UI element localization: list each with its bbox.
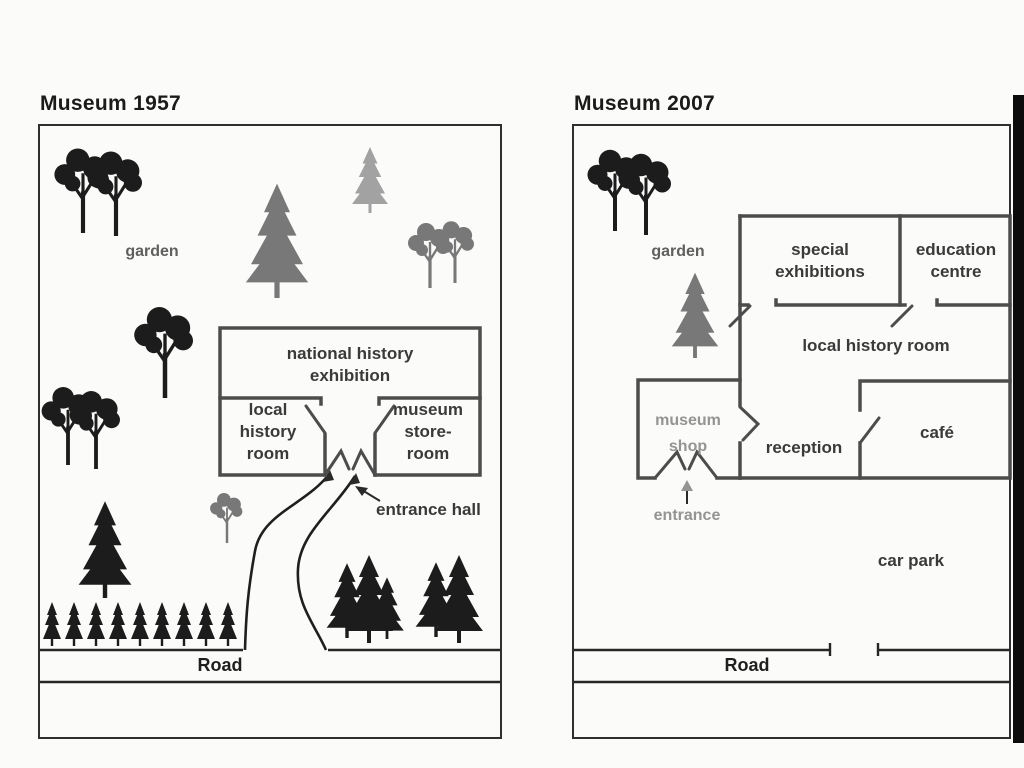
conifer-tree-icon — [352, 147, 388, 213]
local-history-label-line3: room — [247, 444, 290, 463]
door-swing-icon — [858, 416, 881, 445]
special-exhibitions-label-line2: exhibitions — [775, 262, 865, 281]
museum-building-2007 — [636, 214, 1012, 480]
small-conifer-icon — [65, 602, 83, 646]
path-arrow-icon — [323, 470, 334, 482]
garden-label-1957: garden — [125, 243, 178, 260]
education-centre-label-line2: centre — [930, 262, 981, 281]
garden-trees-1957 — [40, 146, 476, 598]
entrance-callout: entrance — [654, 480, 721, 524]
entrance-hall-label: entrance hall — [376, 500, 481, 519]
entrance-doors-icon — [653, 449, 719, 480]
scan-artifact-bar — [1013, 95, 1024, 743]
exhibition-label-line2: exhibition — [310, 366, 390, 385]
small-conifer-icon — [197, 602, 215, 646]
road-label-2007: Road — [725, 655, 770, 675]
store-room-label-line2: store- — [404, 422, 451, 441]
conifer-tree-icon — [78, 501, 132, 598]
special-exhibitions-label-line1: special — [791, 240, 849, 259]
museum-2007-map: garden special exhibitions education cen… — [572, 124, 1012, 739]
entrance-doors-icon — [323, 447, 377, 477]
museum-building-1957 — [218, 326, 482, 477]
museum-shop-label-line1: museum — [655, 412, 721, 429]
door-swing-icon — [738, 405, 761, 442]
road-label-1957: Road — [198, 655, 243, 675]
conifer-tree-icon — [245, 183, 309, 298]
small-conifer-icon — [175, 602, 193, 646]
road-1957: Road — [40, 648, 500, 684]
small-conifer-icon — [131, 602, 149, 646]
deciduous-tree-icon — [209, 492, 244, 544]
museum-shop-label-line2: shop — [669, 438, 707, 455]
museum-1957-panel: garden national history exhibition local… — [38, 123, 502, 745]
cafe-label: café — [920, 423, 954, 442]
education-centre-label-line1: education — [916, 240, 996, 259]
conifer-tree-icon — [671, 272, 719, 358]
museum-1957-map: garden national history exhibition local… — [38, 124, 502, 739]
small-conifer-icon — [153, 602, 171, 646]
local-history-label-line1: local — [249, 400, 288, 419]
small-conifer-icon — [219, 602, 237, 646]
entrance-label: entrance — [654, 507, 721, 524]
local-history-label-line2: history — [240, 422, 297, 441]
small-conifer-icon — [43, 602, 61, 646]
callout-arrow-icon — [355, 486, 368, 496]
road-2007: Road — [574, 643, 1010, 684]
exhibition-label-line1: national history — [287, 344, 414, 363]
store-room-label-line3: room — [407, 444, 450, 463]
deciduous-tree-icon — [132, 305, 195, 400]
callout-arrow-icon — [681, 480, 693, 491]
car-park-label: car park — [878, 551, 945, 570]
reception-label: reception — [766, 438, 843, 457]
store-room-label-line1: museum — [393, 400, 463, 419]
map-title-1957: Museum 1957 — [40, 92, 182, 115]
map-title-2007: Museum 2007 — [574, 92, 716, 115]
conifer-clusters — [326, 555, 483, 643]
garden-label-2007: garden — [651, 243, 704, 260]
roadside-tree-row — [43, 602, 237, 646]
entrance-hall-callout: entrance hall — [355, 486, 481, 519]
map-border-1957 — [38, 124, 502, 739]
local-history-room-label: local history room — [802, 336, 949, 355]
door-swing-icon — [304, 404, 396, 435]
small-conifer-icon — [87, 602, 105, 646]
path-arrow-icon — [349, 473, 360, 485]
small-conifer-icon — [109, 602, 127, 646]
museum-2007-panel: garden special exhibitions education cen… — [572, 123, 1024, 745]
driveway-1957 — [243, 470, 360, 651]
door-swing-icon — [728, 304, 914, 328]
